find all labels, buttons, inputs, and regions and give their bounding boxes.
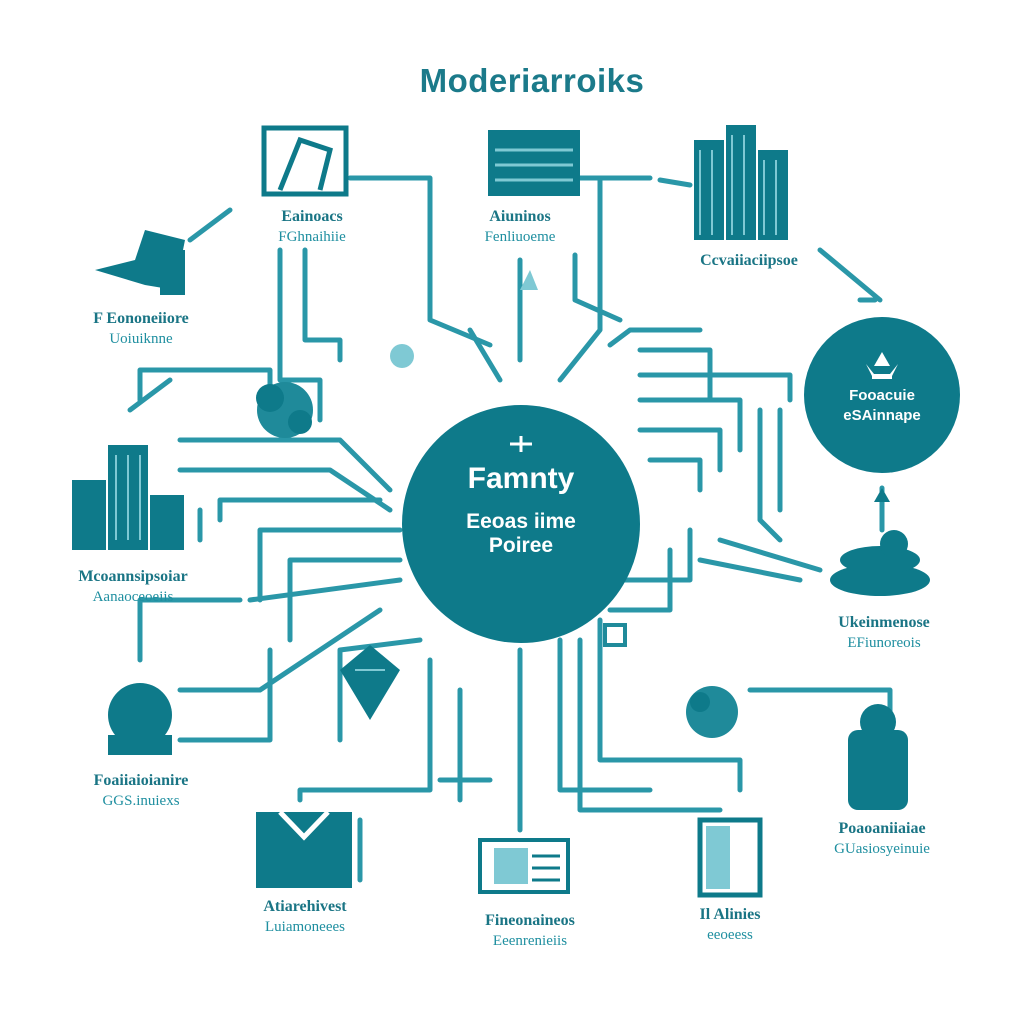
node-label: Il Alinies eeoeess [660,904,800,946]
lotus-icon [866,352,898,379]
node-label-line-2: eeoeess [707,927,753,943]
node-label-line-1: Ccvaiiaciipsoe [700,252,798,269]
gem-icon [340,645,400,720]
books-icon [488,130,580,196]
node-label-line-2: FGhnaihiie [278,229,346,245]
node-label: Aiuninos Fenliuoeme [440,206,600,248]
node-label-line-1: Eainoacs [281,208,343,225]
node-label-line-2: Luiamoneees [265,919,345,935]
globe-network-icon [686,686,738,738]
stone-figure-icon [261,125,349,197]
connector-lines [127,175,893,883]
node-label-line-2: GUasiosyeinuie [834,841,930,857]
node-label: F Eononeiiore Uoiuiknne [46,308,236,350]
node-label-line-1: F Eononeiiore [93,310,189,327]
node-label: Eainoacs FGhnaihiie [232,206,392,248]
arrow-up-icon [874,488,890,502]
node-label-line-1: Poaoaniiaiae [838,820,926,837]
pile-cushion-icon [830,530,930,596]
right-hub-text: Fooacuie eSAinnape [812,386,952,426]
leaf-accent-icon [520,270,538,290]
node-label-line-2: Aanaoceoeiis [92,589,174,605]
node-label-line-1: Atiarehivest [263,898,347,915]
book-open-icon [697,817,763,898]
node-label: Fineonaineos Eeenrenieiis [440,910,620,952]
diagram-title: Moderiarroiks [419,62,645,99]
city-buildings-icon [72,445,184,550]
node-label-line-1: Il Alinies [699,906,761,923]
backpack-icon [848,704,908,810]
node-label-line-1: Foaiiaioianire [93,772,189,789]
node-label: Atiarehivest Luiamoneees [220,896,390,938]
center-node-text: Famnty Eeoas iime Poiree [421,462,621,558]
document-stack-icon [478,838,570,894]
person-head-icon [108,683,172,755]
clip-icon [603,623,627,647]
node-label: Ccvaiiaciipsoe [664,250,834,271]
node-label: Poaoaniiaiae GUasiosyeinuie [792,818,972,860]
node-label-line-1: Mcoannsipsoiar [78,568,188,585]
node-label-line-2: Eeenrenieiis [492,933,568,949]
node-label: Foaiiaioianire GGS.inuiexs [56,770,226,812]
node-label-line-1: Ukeinmenose [838,614,930,631]
right-hub-circle [804,317,960,473]
center-node-title: Famnty [467,462,575,495]
node-label-line-1: Fineonaineos [485,912,575,929]
center-node-subtitle-1: Eeoas iime [466,510,576,533]
node-label: Ukeinmenose EFiunoreois [794,612,974,654]
skyscraper-icon [694,125,788,240]
node-label-line-2: Uoiuiknne [109,331,173,347]
node-label: Mcoannsipsoiar Aanaoceoeiis [38,566,228,608]
node-label-line-2: GGS.inuiexs [102,793,180,809]
right-hub-line-1: Fooacuie [849,387,915,404]
node-label-line-1: Aiuninos [489,208,551,225]
node-label-line-2: Fenliuoeme [484,229,556,245]
center-sparkle-icon [510,436,532,452]
gramophone-icon [95,230,185,295]
center-node-circle [402,405,640,643]
node-label-line-2: EFiunoreois [847,635,921,651]
brain-tree-icon [256,382,313,438]
dress-icon [256,810,352,888]
lightbulb-icon [390,344,414,368]
right-hub-line-2: eSAinnape [843,407,921,424]
center-node-subtitle-2: Poiree [488,534,554,557]
